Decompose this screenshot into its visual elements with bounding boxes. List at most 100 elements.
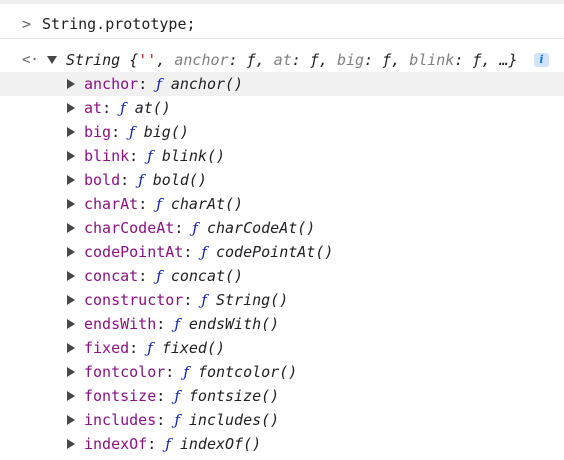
- function-space: [144, 171, 153, 189]
- property-key: charCodeAt: [84, 219, 175, 237]
- object-preview: '', anchor: ƒ, at: ƒ, big: ƒ, blink: ƒ, …: [138, 51, 508, 69]
- expand-triangle-right-icon[interactable]: [67, 127, 75, 137]
- expand-triangle-right-icon[interactable]: [67, 415, 75, 425]
- property-row-fontcolor[interactable]: fontcolor: ƒ fontcolor(): [0, 360, 564, 384]
- property-entry[interactable]: fontcolor: ƒ fontcolor(): [84, 360, 297, 384]
- object-summary[interactable]: String {'', anchor: ƒ, at: ƒ, big: ƒ, bl…: [66, 48, 518, 72]
- preview-token-val: ƒ: [472, 51, 482, 69]
- function-space: [153, 147, 162, 165]
- function-marker-icon: ƒ: [138, 171, 144, 189]
- property-row-blink[interactable]: blink: ƒ blink(): [0, 144, 564, 168]
- info-icon[interactable]: i: [534, 53, 549, 67]
- property-row-at[interactable]: at: ƒ at(): [0, 96, 564, 120]
- property-row-big[interactable]: big: ƒ big(): [0, 120, 564, 144]
- property-entry[interactable]: big: ƒ big(): [84, 120, 189, 144]
- function-marker-icon: ƒ: [120, 99, 126, 117]
- function-space: [162, 267, 171, 285]
- property-row-fontsize[interactable]: fontsize: ƒ fontsize(): [0, 384, 564, 408]
- property-row-charat[interactable]: charAt: ƒ charAt(): [0, 192, 564, 216]
- property-key: anchor: [84, 75, 139, 93]
- expand-triangle-down-icon[interactable]: [47, 56, 57, 64]
- property-entry[interactable]: includes: ƒ includes(): [84, 408, 279, 432]
- property-entry[interactable]: blink: ƒ blink(): [84, 144, 225, 168]
- expand-triangle-right-icon[interactable]: [67, 439, 75, 449]
- expand-triangle-right-icon[interactable]: [67, 247, 75, 257]
- object-name: String: [66, 51, 121, 69]
- console-command[interactable]: String.prototype;: [42, 15, 196, 33]
- expand-triangle-right-icon[interactable]: [67, 319, 75, 329]
- function-signature: anchor(): [170, 75, 244, 93]
- property-colon: :: [111, 123, 130, 141]
- preview-token-punct: :: [291, 51, 310, 69]
- property-row-anchor[interactable]: anchor: ƒ anchor(): [0, 72, 564, 96]
- property-entry[interactable]: concat: ƒ concat(): [84, 264, 243, 288]
- property-row-endswith[interactable]: endsWith: ƒ endsWith(): [0, 312, 564, 336]
- function-signature: codePointAt(): [216, 243, 334, 261]
- property-entry[interactable]: fixed: ƒ fixed(): [84, 336, 225, 360]
- property-entry[interactable]: at: ƒ at(): [84, 96, 171, 120]
- console-input-row[interactable]: > String.prototype;: [0, 12, 564, 39]
- property-entry[interactable]: constructor: ƒ String(): [84, 288, 288, 312]
- property-entry[interactable]: codePointAt: ƒ codePointAt(): [84, 240, 333, 264]
- preview-token-val: …: [499, 51, 509, 69]
- function-marker-icon: ƒ: [156, 195, 162, 213]
- function-marker-icon: ƒ: [192, 219, 198, 237]
- property-colon: :: [165, 363, 184, 381]
- expand-triangle-right-icon[interactable]: [67, 295, 75, 305]
- function-marker-icon: ƒ: [129, 123, 135, 141]
- property-entry[interactable]: endsWith: ƒ endsWith(): [84, 312, 279, 336]
- property-key: fixed: [84, 339, 130, 357]
- property-entry[interactable]: charCodeAt: ƒ charCodeAt(): [84, 216, 315, 240]
- function-signature: endsWith(): [188, 315, 280, 333]
- property-row-codepointat[interactable]: codePointAt: ƒ codePointAt(): [0, 240, 564, 264]
- expand-triangle-right-icon[interactable]: [67, 391, 75, 401]
- preview-token-key: at: [273, 51, 292, 69]
- property-row-concat[interactable]: concat: ƒ concat(): [0, 264, 564, 288]
- property-colon: :: [138, 195, 157, 213]
- property-key: codePointAt: [84, 243, 184, 261]
- property-key: endsWith: [84, 315, 157, 333]
- property-row-constructor[interactable]: constructor: ƒ String(): [0, 288, 564, 312]
- function-signature: fixed(): [161, 339, 226, 357]
- property-colon: :: [156, 315, 175, 333]
- expand-triangle-right-icon[interactable]: [67, 79, 75, 89]
- expand-triangle-right-icon[interactable]: [67, 367, 75, 377]
- property-colon: :: [183, 291, 202, 309]
- property-row-indexof[interactable]: indexOf: ƒ indexOf(): [0, 432, 564, 456]
- property-colon: :: [129, 339, 148, 357]
- preview-token-sep: ,: [156, 51, 175, 69]
- function-marker-icon: ƒ: [147, 147, 153, 165]
- property-key: constructor: [84, 291, 184, 309]
- property-row-includes[interactable]: includes: ƒ includes(): [0, 408, 564, 432]
- console-result-row[interactable]: <· String {'', anchor: ƒ, at: ƒ, big: ƒ,…: [0, 48, 564, 72]
- function-signature: bold(): [152, 171, 207, 189]
- property-colon: :: [102, 99, 121, 117]
- expand-triangle-right-icon[interactable]: [67, 103, 75, 113]
- expand-triangle-right-icon[interactable]: [67, 199, 75, 209]
- function-space: [162, 195, 171, 213]
- property-colon: :: [156, 411, 175, 429]
- property-row-bold[interactable]: bold: ƒ bold(): [0, 168, 564, 192]
- function-marker-icon: ƒ: [183, 363, 189, 381]
- expand-triangle-right-icon[interactable]: [67, 151, 75, 161]
- property-entry[interactable]: indexOf: ƒ indexOf(): [84, 432, 261, 456]
- preview-token-sep: ,: [391, 51, 410, 69]
- function-space: [207, 291, 216, 309]
- property-row-fixed[interactable]: fixed: ƒ fixed(): [0, 336, 564, 360]
- property-key: fontcolor: [84, 363, 166, 381]
- expand-triangle-right-icon[interactable]: [67, 343, 75, 353]
- function-space: [207, 243, 216, 261]
- property-entry[interactable]: anchor: ƒ anchor(): [84, 72, 243, 96]
- expand-triangle-right-icon[interactable]: [67, 175, 75, 185]
- expand-triangle-right-icon[interactable]: [67, 223, 75, 233]
- function-space: [198, 219, 207, 237]
- property-entry[interactable]: bold: ƒ bold(): [84, 168, 207, 192]
- function-marker-icon: ƒ: [174, 387, 180, 405]
- function-signature: blink(): [161, 147, 226, 165]
- property-entry[interactable]: fontsize: ƒ fontsize(): [84, 384, 279, 408]
- property-entry[interactable]: charAt: ƒ charAt(): [84, 192, 243, 216]
- preview-token-punct: :: [228, 51, 247, 69]
- preview-token-string: '': [138, 51, 157, 69]
- expand-triangle-right-icon[interactable]: [67, 271, 75, 281]
- property-row-charcodeat[interactable]: charCodeAt: ƒ charCodeAt(): [0, 216, 564, 240]
